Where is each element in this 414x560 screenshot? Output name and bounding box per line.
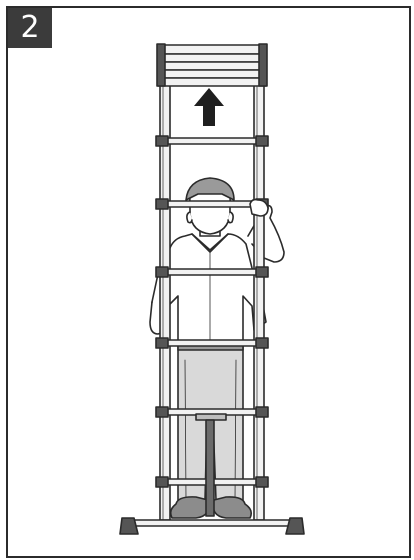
up-arrow-icon: [194, 88, 224, 126]
rung: [155, 266, 269, 278]
rung: [155, 135, 269, 147]
step-number-badge: 2: [8, 8, 52, 48]
rung: [155, 337, 269, 349]
hands: [249, 198, 269, 217]
ladder-base: [119, 517, 305, 535]
collapsed-rung-stack: [156, 43, 268, 87]
stabilizer-tool: [195, 413, 227, 517]
